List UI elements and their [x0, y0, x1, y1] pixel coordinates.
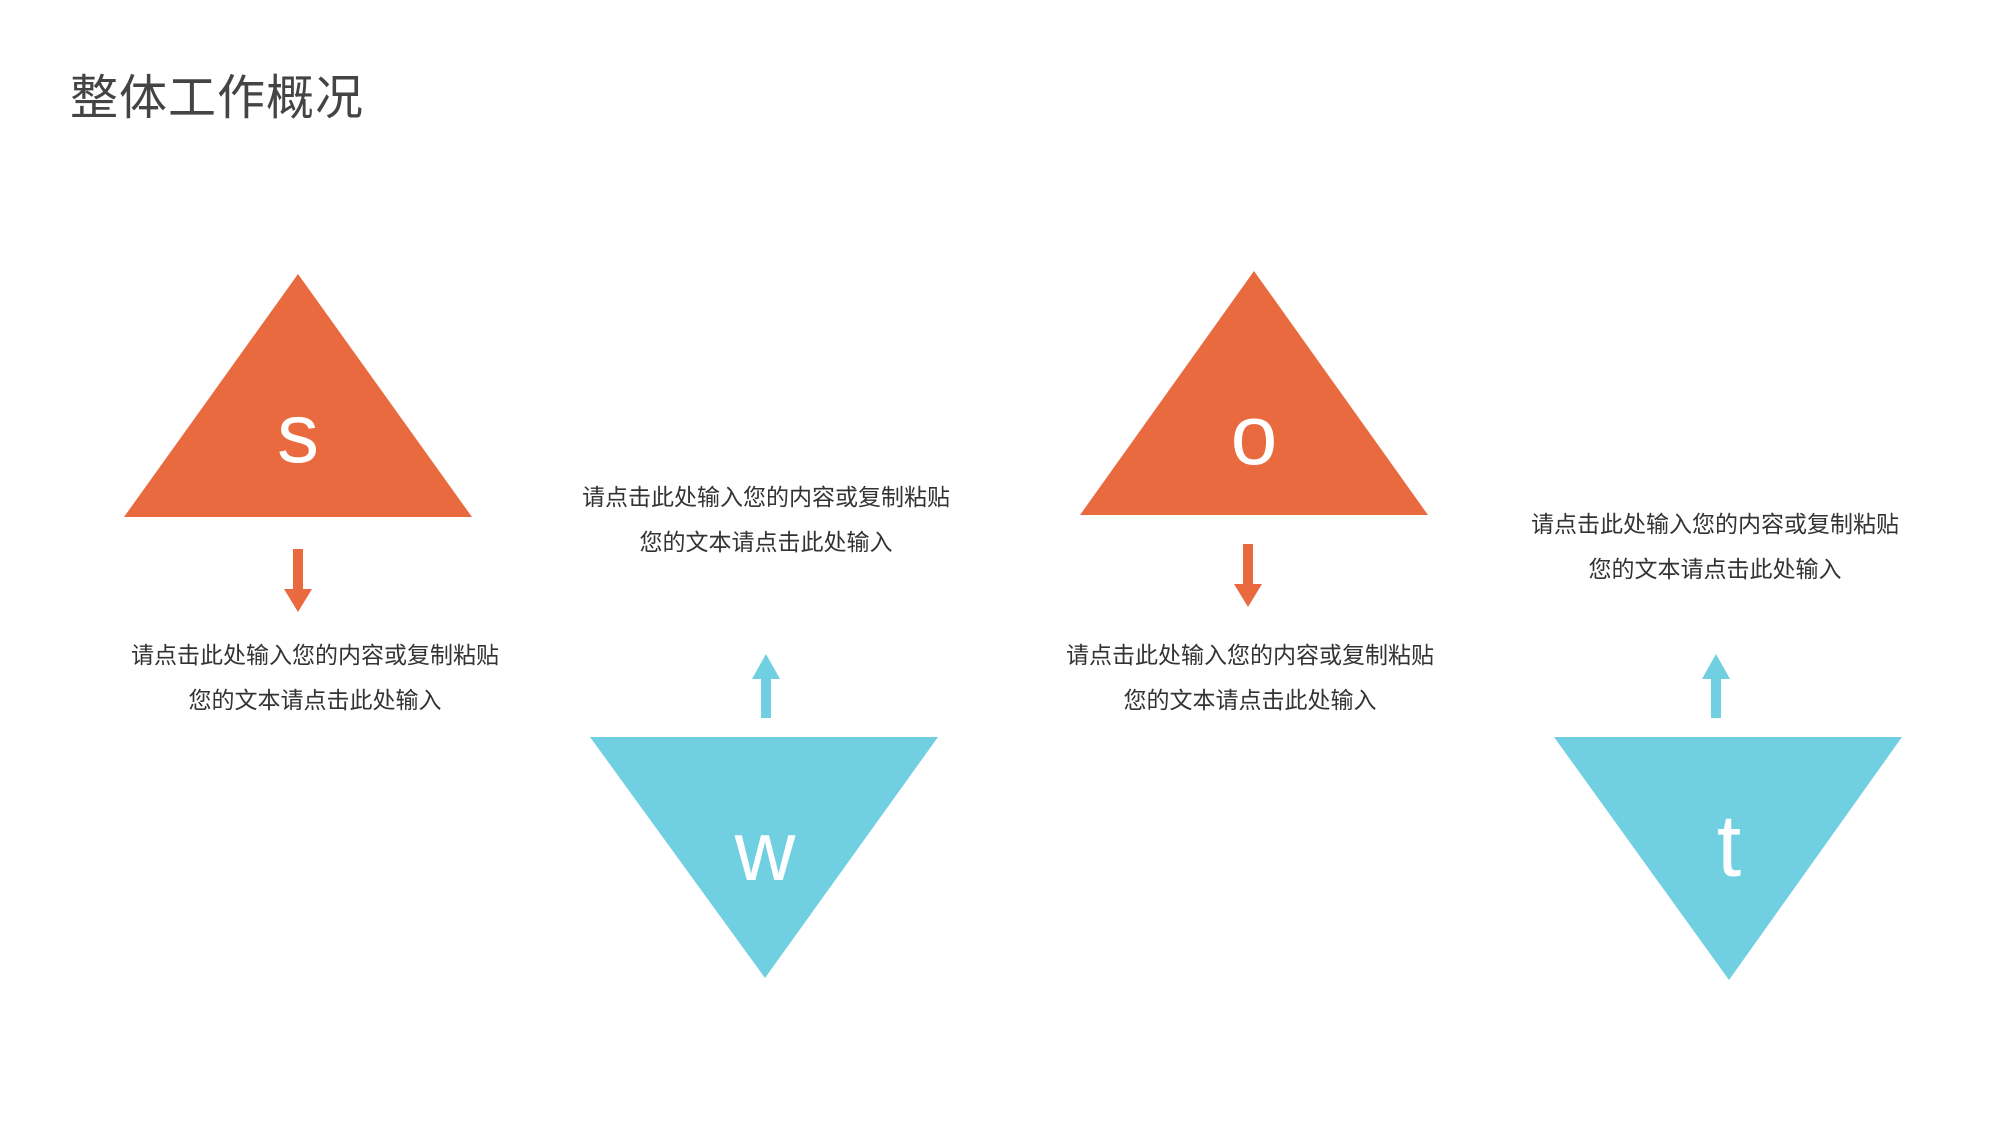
description-line-1: 请点击此处输入您的内容或复制粘贴 [131, 643, 499, 669]
letter-s: s [277, 386, 319, 480]
letter-t: t [1717, 796, 1741, 895]
description-line-2: 您的文本请点击此处输入 [1588, 557, 1842, 583]
letter-w: w [734, 804, 796, 898]
description-line-1: 请点击此处输入您的内容或复制粘贴 [1066, 643, 1434, 669]
swot-item-t: t [1554, 654, 1902, 980]
triangle-up-o [1080, 271, 1428, 515]
description-line-2: 您的文本请点击此处输入 [639, 530, 893, 556]
triangle-down-w [590, 737, 938, 978]
description-o: 请点击此处输入您的内容或复制粘贴 您的文本请点击此处输入 [1020, 634, 1480, 724]
swot-item-w: w [590, 654, 938, 978]
description-t: 请点击此处输入您的内容或复制粘贴 您的文本请点击此处输入 [1485, 503, 1945, 593]
description-line-2: 您的文本请点击此处输入 [188, 688, 442, 714]
triangle-down-t [1554, 737, 1902, 980]
arrow-down-icon [284, 549, 312, 612]
arrow-up-icon [1702, 654, 1730, 718]
description-s: 请点击此处输入您的内容或复制粘贴 您的文本请点击此处输入 [85, 634, 545, 724]
arrow-down-icon [1234, 544, 1262, 607]
page-title: 整体工作概况 [70, 70, 365, 126]
description-line-1: 请点击此处输入您的内容或复制粘贴 [582, 485, 950, 511]
arrow-up-icon [752, 654, 780, 718]
description-line-2: 您的文本请点击此处输入 [1123, 688, 1377, 714]
triangle-up-s [124, 274, 472, 517]
letter-o: o [1231, 388, 1278, 482]
swot-item-s: s [124, 274, 472, 612]
description-w: 请点击此处输入您的内容或复制粘贴 您的文本请点击此处输入 [536, 476, 996, 566]
description-line-1: 请点击此处输入您的内容或复制粘贴 [1531, 512, 1899, 538]
swot-item-o: o [1080, 271, 1428, 607]
